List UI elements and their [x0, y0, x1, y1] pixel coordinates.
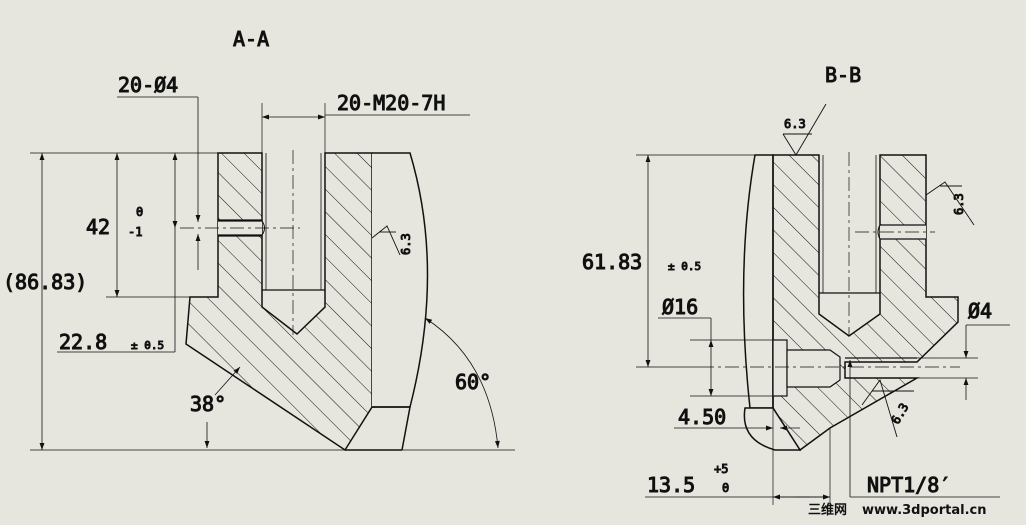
dim-4-50: 4.50 [678, 405, 726, 429]
watermark: 三维网 www.3dportal.cn [808, 502, 986, 518]
angle-38: 38° [190, 392, 226, 416]
watermark-site: www.3dportal.cn [862, 503, 986, 518]
surface-finish-b-bottom: 6.3 [888, 401, 911, 427]
dim-42-tol-lower: -1 [128, 225, 142, 239]
dim-overall-height: (86.83) [3, 270, 87, 294]
dim-61-83: 61.83 [582, 250, 642, 274]
dim-13-5-tol-upper: +5 [714, 462, 728, 476]
section-b-part-body [772, 154, 959, 452]
dim-42-tol-upper: 0 [136, 205, 143, 219]
dim-61-83-tol: ± 0.5 [668, 260, 701, 273]
cross-hole [218, 219, 262, 237]
hole-callout: 20-Ø4 [118, 73, 178, 97]
surface-finish-b-top: 6.3 [784, 117, 806, 131]
dia-16: Ø16 [662, 295, 698, 319]
dim-42: 42 [86, 215, 110, 239]
dim-13-5: 13.5 [647, 473, 695, 497]
section-b-title: B-B [825, 63, 861, 87]
dim-22-8-tol: ± 0.5 [131, 339, 164, 352]
thread-callout: 20-M20-7H [337, 91, 445, 115]
angle-60: 60° [455, 370, 491, 394]
section-b-left-wall [742, 154, 774, 409]
section-b-view: B-B 61.83 ± 0.5 Ø16 [582, 63, 1010, 505]
dim-13-5-tol-lower: 0 [722, 481, 729, 495]
dia-4: Ø4 [968, 299, 992, 323]
section-a-title: A-A [233, 27, 269, 51]
watermark-cn: 三维网 [808, 502, 847, 518]
section-a-right-segment [372, 152, 429, 408]
section-a-view: A-A (86.83) 42 0 -1 22.8 [3, 27, 515, 452]
surface-finish-a: 6.3 [399, 233, 413, 255]
thread-npt: NPT1/8′ [867, 473, 951, 497]
surface-finish-b-right: 6.3 [952, 193, 966, 215]
dim-22-8: 22.8 [59, 330, 107, 354]
